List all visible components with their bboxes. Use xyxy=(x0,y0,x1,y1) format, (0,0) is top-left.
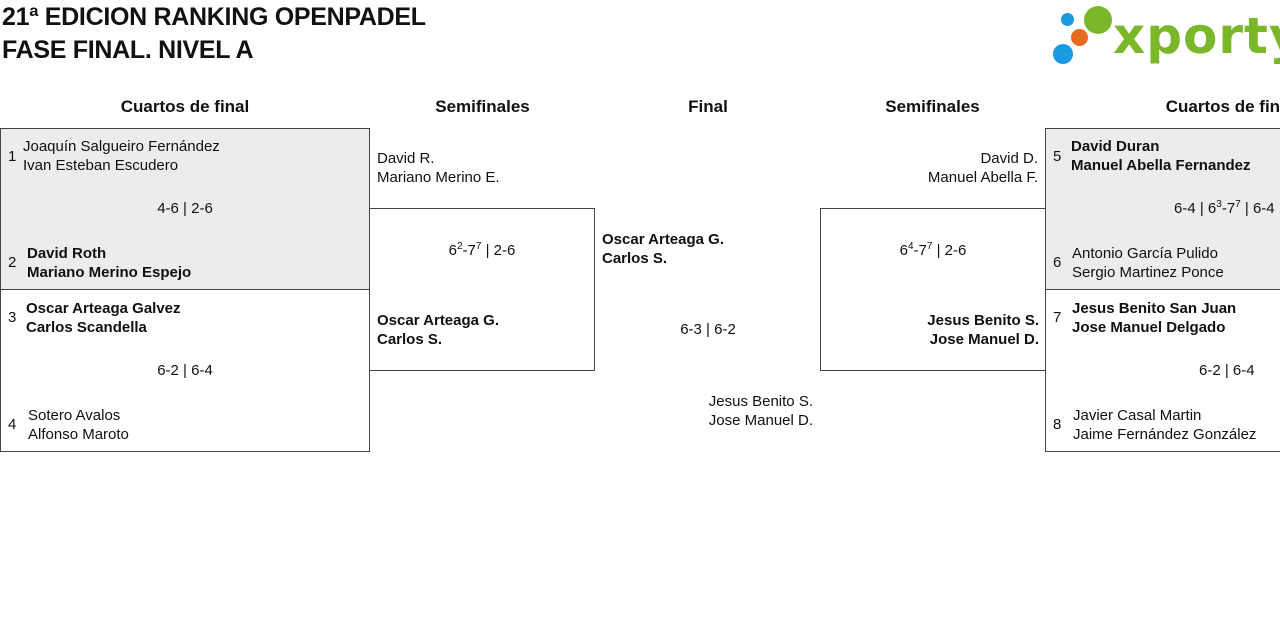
team-sf-left-top: David R. Mariano Merino E. xyxy=(377,149,500,187)
seed-number: 3 xyxy=(8,309,17,326)
team-qf7-top-winner: Jesus Benito San Juan Jose Manuel Delgad… xyxy=(1072,299,1236,337)
match-score: 6-2 | 6-4 xyxy=(157,362,213,379)
match-score: 6-2 | 6-4 xyxy=(1199,362,1255,379)
sf-right-bracket: 64-77 | 2-6 Jesus Benito S. Jose Manuel … xyxy=(820,208,1046,371)
team-qf6-bottom: Antonio García Pulido Sergio Martinez Po… xyxy=(1072,244,1224,282)
player-name: Oscar Arteaga G. xyxy=(377,312,499,329)
player-name: Carlos S. xyxy=(602,250,668,267)
team-qf1-bottom-winner: David Roth Mariano Merino Espejo xyxy=(27,244,191,282)
player-name: Manuel Abella Fernandez xyxy=(1071,157,1251,174)
player-name: Jaime Fernández González xyxy=(1073,426,1257,443)
xporty-logo xyxy=(1050,2,1280,72)
header-qf-left: Cuartos de final xyxy=(120,97,250,116)
player-name: Oscar Arteaga Galvez xyxy=(26,300,181,317)
qf-left-match-1: 1 Joaquín Salgueiro Fernández Ivan Esteb… xyxy=(0,128,370,290)
player-name: Jose Manuel Delgado xyxy=(1072,319,1226,336)
logo-text: xporty xyxy=(1113,7,1280,65)
team-qf2-top-winner: Oscar Arteaga Galvez Carlos Scandella xyxy=(26,299,181,337)
player-name: Ivan Esteban Escudero xyxy=(23,157,179,174)
team-sf-right-bottom-winner: Jesus Benito S. Jose Manuel D. xyxy=(821,311,1039,349)
logo-green-dot xyxy=(1084,6,1112,34)
player-name: Sotero Avalos xyxy=(28,407,121,424)
seed-number: 6 xyxy=(1053,254,1062,271)
seed-number: 8 xyxy=(1053,416,1062,433)
player-name: Manuel Abella F. xyxy=(927,169,1038,186)
player-name: Alfonso Maroto xyxy=(28,426,129,443)
logo-blue-dot xyxy=(1053,44,1073,64)
player-name: Mariano Merino E. xyxy=(377,169,500,186)
team-qf1-top: Joaquín Salgueiro Fernández Ivan Esteban… xyxy=(23,137,220,175)
player-name: Javier Casal Martin xyxy=(1073,407,1202,424)
match-score: 6-4 | 63-77 | 6-4 xyxy=(1174,199,1275,218)
sf-left-bracket: 62-77 | 2-6 Oscar Arteaga G. Carlos S. xyxy=(369,208,595,371)
player-name: Carlos Scandella xyxy=(26,319,147,336)
player-name: David D. xyxy=(980,150,1038,167)
header-final: Final xyxy=(688,97,728,116)
seed-number: 7 xyxy=(1053,309,1062,326)
player-name: David R. xyxy=(377,150,435,167)
player-name: Antonio García Pulido xyxy=(1072,245,1218,262)
team-final-bottom: Jesus Benito S. Jose Manuel D. xyxy=(660,392,813,430)
header-sf-left: Semifinales xyxy=(435,97,530,116)
team-sf-left-bottom-winner: Oscar Arteaga G. Carlos S. xyxy=(377,311,499,349)
player-name: Jose Manuel D. xyxy=(708,412,813,429)
team-qf8-bottom: Javier Casal Martin Jaime Fernández Gonz… xyxy=(1073,406,1256,444)
logo-orange-dot xyxy=(1071,29,1088,46)
player-name: Mariano Merino Espejo xyxy=(27,264,192,281)
player-name: Jesus Benito S. xyxy=(927,312,1039,329)
team-qf5-top-winner: David Duran Manuel Abella Fernandez xyxy=(1071,137,1250,175)
qf-right-match-1: 5 David Duran Manuel Abella Fernandez 6-… xyxy=(1045,128,1280,290)
page-title-line1: 21ª EDICION RANKING OPENPADEL xyxy=(2,3,426,31)
seed-number: 5 xyxy=(1053,148,1062,165)
player-name: Carlos S. xyxy=(377,331,443,348)
logo-blue-dot-small xyxy=(1061,13,1074,26)
player-name: Jesus Benito San Juan xyxy=(1072,300,1237,317)
header-qf-right: Cuartos de final xyxy=(1165,97,1280,116)
team-sf-right-top: David D. Manuel Abella F. xyxy=(830,149,1038,187)
qf-right-match-2: 7 Jesus Benito San Juan Jose Manuel Delg… xyxy=(1045,289,1280,452)
match-score: 64-77 | 2-6 xyxy=(899,241,967,260)
seed-number: 1 xyxy=(8,148,17,165)
player-name: Sergio Martinez Ponce xyxy=(1072,264,1224,281)
match-score: 62-77 | 2-6 xyxy=(448,241,516,260)
seed-number: 2 xyxy=(8,254,17,271)
header-sf-right: Semifinales xyxy=(885,97,980,116)
player-name: Jesus Benito S. xyxy=(708,393,813,410)
match-score: 4-6 | 2-6 xyxy=(157,200,213,217)
qf-left-match-2: 3 Oscar Arteaga Galvez Carlos Scandella … xyxy=(0,289,370,452)
page-title-line2: FASE FINAL. NIVEL A xyxy=(2,36,254,64)
final-score: 6-3 | 6-2 xyxy=(680,321,736,338)
player-name: David Duran xyxy=(1071,138,1160,155)
team-qf2-bottom: Sotero Avalos Alfonso Maroto xyxy=(28,406,129,444)
player-name: Joaquín Salgueiro Fernández xyxy=(23,138,220,155)
team-final-top-winner: Oscar Arteaga G. Carlos S. xyxy=(602,230,724,268)
seed-number: 4 xyxy=(8,416,17,433)
player-name: Jose Manuel D. xyxy=(929,331,1039,348)
player-name: Oscar Arteaga G. xyxy=(602,231,724,248)
player-name: David Roth xyxy=(27,245,107,262)
